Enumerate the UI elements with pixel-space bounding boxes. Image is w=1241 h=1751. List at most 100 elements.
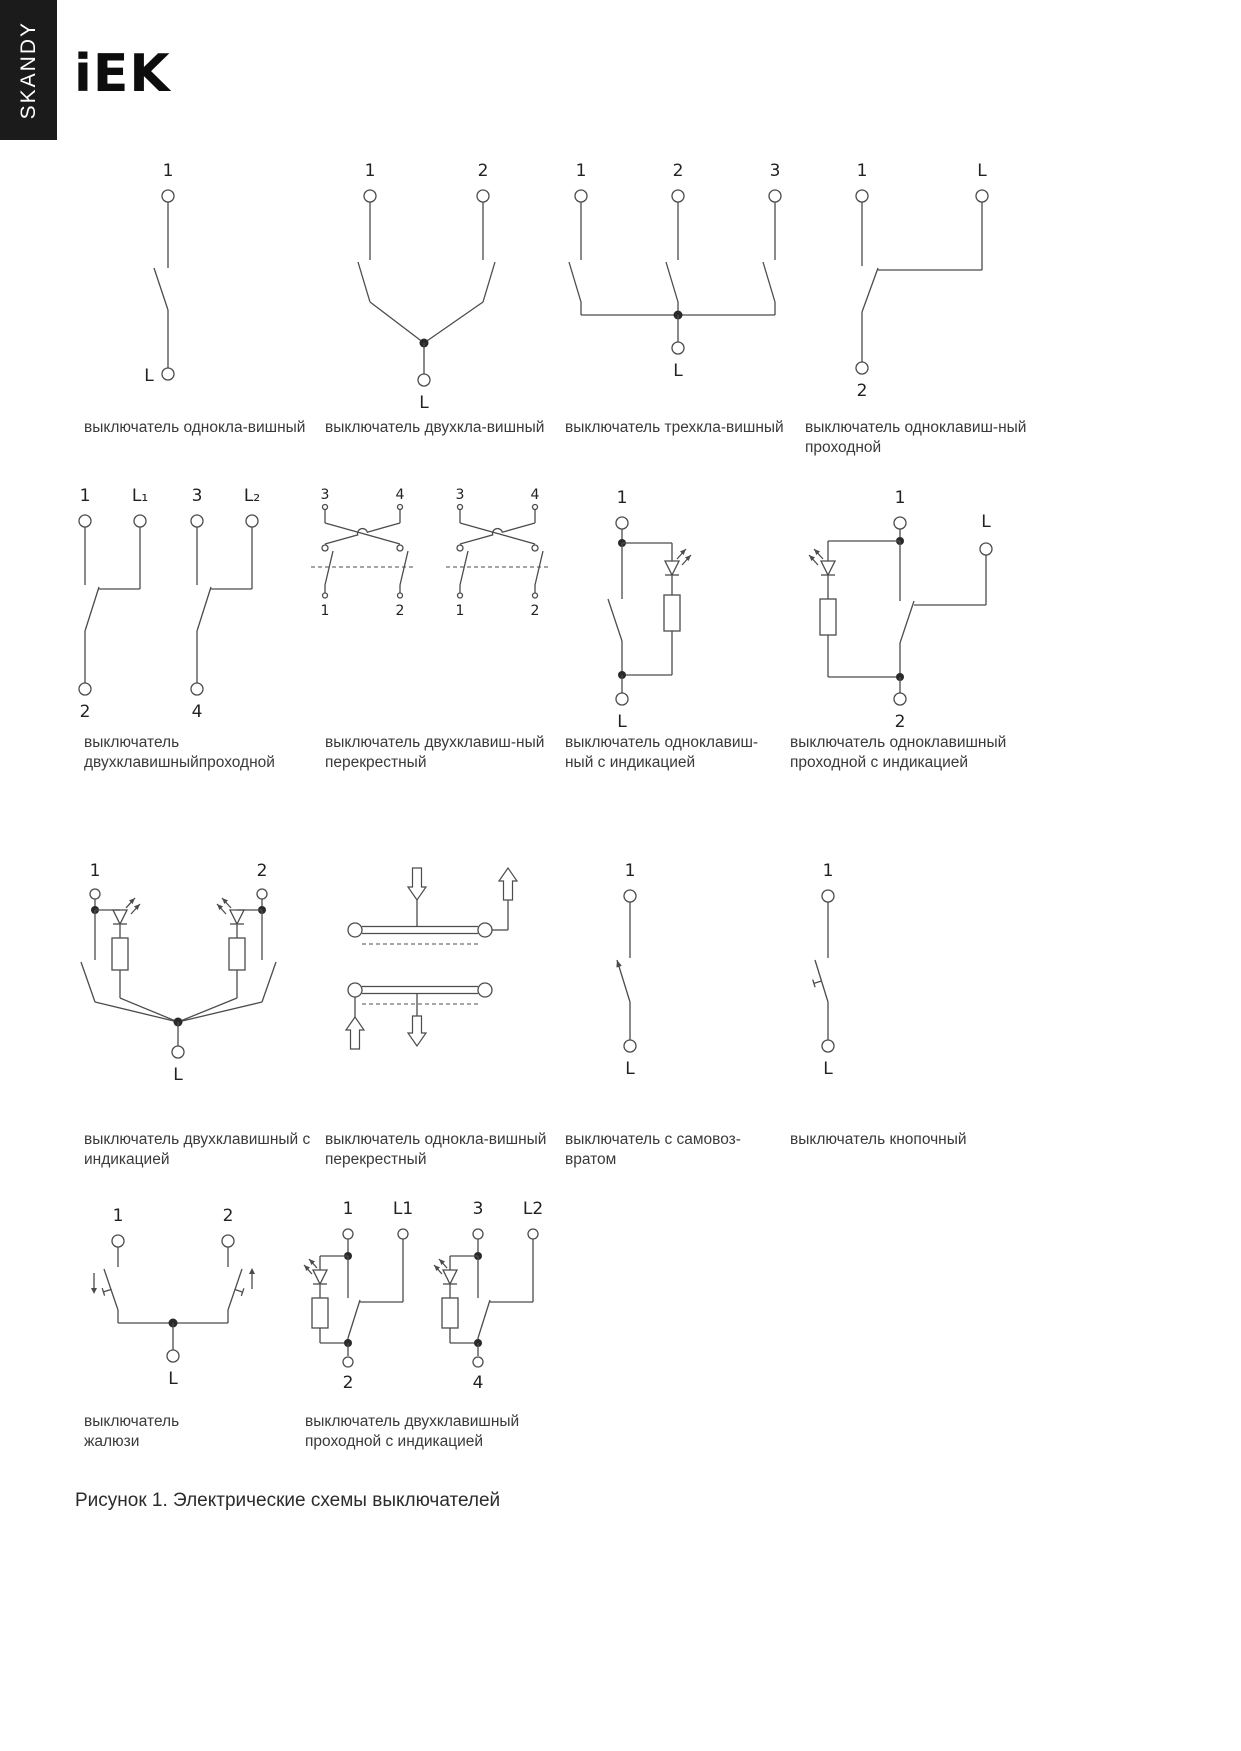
diagram-caption-d8: выключатель одноклавишный проходной с ин…	[790, 734, 1007, 771]
terminal-label: 1	[90, 861, 101, 881]
schematic-two-gang-crossover-switch: 3 4 1 2 3 4 1 2	[311, 487, 549, 619]
diagram-caption-d2: выключатель двухкла-вишный	[325, 419, 545, 436]
terminal-label: 2	[673, 161, 684, 181]
terminal-label: L₂	[244, 486, 260, 506]
led-indicator-icon	[111, 897, 141, 926]
terminal-label: 2	[257, 861, 268, 881]
terminal-label: 1	[823, 861, 834, 881]
resistor-icon	[311, 1297, 329, 1329]
push-actuator-icon	[812, 979, 822, 988]
terminal-label: 1	[163, 161, 174, 181]
resistor-icon	[441, 1297, 459, 1329]
schematic-two-gang-two-way-switch-indicator: 1 L1 2 3 L2	[303, 1199, 543, 1393]
diagram-caption-d14: выключатель двухклавишный проходной с ин…	[305, 1413, 520, 1450]
diagram-caption-d6: выключатель двухклавиш-ный перекрестный	[325, 734, 545, 771]
led-indicator-icon	[433, 1258, 459, 1286]
brand-logo: iEK	[74, 44, 171, 104]
terminal-label: 4	[396, 487, 405, 503]
figure-caption: Рисунок 1. Электрические схемы выключате…	[75, 1490, 501, 1511]
schematic-one-gang-two-way-switch: 1 L 2	[855, 161, 989, 401]
arrow-up-icon	[344, 1015, 366, 1050]
terminal-label: 2	[857, 381, 868, 401]
terminal-label: 1	[576, 161, 587, 181]
diagram-caption-d3: выключатель трехкла-вишный	[565, 419, 784, 436]
led-indicator-icon	[663, 548, 692, 577]
schematic-one-gang-switch-indicator: 1 L	[607, 488, 692, 732]
terminal-label: 3	[473, 1199, 484, 1219]
terminal-label: L	[168, 1369, 178, 1389]
terminal-label: 2	[895, 712, 906, 732]
diagram-caption-d7: выключатель одноклавиш- ный с индикацией	[565, 734, 759, 771]
terminal-label: 1	[343, 1199, 354, 1219]
arrow-down-icon	[406, 867, 428, 902]
led-indicator-icon	[216, 897, 246, 926]
terminal-label: L	[173, 1065, 183, 1085]
schematic-one-gang-switch: 1 L	[144, 161, 175, 386]
resistor-icon	[111, 937, 129, 971]
terminal-label: L₁	[132, 486, 148, 506]
schematic-push-button-switch: 1 L	[812, 861, 835, 1079]
arrow-down-icon	[406, 1015, 428, 1048]
terminal-label: 2	[396, 603, 405, 619]
resistor-icon	[819, 598, 837, 636]
schematic-momentary-switch: 1 L	[616, 861, 637, 1079]
terminal-label: L	[673, 361, 683, 381]
terminal-label: 1	[625, 861, 636, 881]
terminal-label: 3	[770, 161, 781, 181]
terminal-label: L	[144, 366, 154, 386]
schematic-three-gang-switch: 1 2 3 L	[568, 161, 782, 381]
series-tab: SKANDY	[0, 0, 57, 140]
led-indicator-icon	[303, 1258, 329, 1286]
diagram-caption-d4: выключатель одноклавиш-ный проходной	[805, 419, 1027, 456]
terminal-label: 1	[895, 488, 906, 508]
resistor-icon	[228, 937, 246, 971]
terminal-label: 1	[113, 1206, 124, 1226]
terminal-label: L	[617, 712, 627, 732]
schematic-one-gang-two-way-switch-indicator: 1 L 2	[808, 488, 993, 732]
terminal-label: 4	[473, 1373, 484, 1393]
schematic-blinds-switch: 1 2 L	[91, 1206, 255, 1389]
schematic-two-gang-switch-indicator: 1 2 L	[80, 861, 277, 1085]
diagram-caption-d5: выключатель двухклавишныйпроходной	[84, 734, 275, 771]
schematic-one-gang-crossover-switch	[344, 866, 519, 1050]
led-indicator-icon	[808, 548, 837, 577]
terminal-label: 4	[192, 702, 203, 722]
push-actuator-icon	[234, 1288, 245, 1297]
diagram-caption-d9: выключатель двухклавишный с индикацией	[84, 1131, 311, 1168]
terminal-label: 1	[365, 161, 376, 181]
terminal-label: 1	[456, 603, 465, 619]
terminal-label: 3	[192, 486, 203, 506]
series-label: SKANDY	[16, 20, 40, 120]
diagram-caption-d10: выключатель однокла-вишный перекрестный	[325, 1131, 547, 1168]
arrow-up-icon	[249, 1268, 255, 1289]
terminal-label: L1	[393, 1199, 413, 1219]
schematic-two-gang-two-way-switch: 1 L₁ 2 3 L₂ 4	[78, 486, 260, 722]
terminal-label: L	[419, 393, 429, 413]
diagram-caption-d11: выключатель с самовоз- вратом	[565, 1131, 741, 1168]
terminal-label: 1	[617, 488, 628, 508]
terminal-label: 3	[321, 487, 330, 503]
terminal-label: 2	[80, 702, 91, 722]
terminal-label: 1	[857, 161, 868, 181]
push-actuator-icon	[101, 1287, 112, 1296]
terminal-label: 4	[531, 487, 540, 503]
terminal-label: 3	[456, 487, 465, 503]
terminal-label: L	[823, 1059, 833, 1079]
schematic-two-gang-switch: 1 2 L	[357, 161, 496, 413]
diagram-caption-d13: выключатель жалюзи	[84, 1413, 180, 1450]
resistor-icon	[663, 594, 681, 632]
terminal-label: 2	[531, 603, 540, 619]
terminal-label: 2	[343, 1373, 354, 1393]
arrow-up-icon	[497, 866, 519, 901]
terminal-label: 1	[321, 603, 330, 619]
terminal-label: L	[977, 161, 987, 181]
terminal-label: 2	[223, 1206, 234, 1226]
terminal-label: L	[981, 512, 991, 532]
arrow-down-icon	[91, 1273, 97, 1294]
diagram-caption-d1: выключатель однокла-вишный	[84, 419, 306, 436]
terminal-label: 1	[80, 486, 91, 506]
terminal-label: L	[625, 1059, 635, 1079]
diagram-caption-d12: выключатель кнопочный	[790, 1131, 967, 1148]
spring-return-icon	[616, 960, 622, 968]
